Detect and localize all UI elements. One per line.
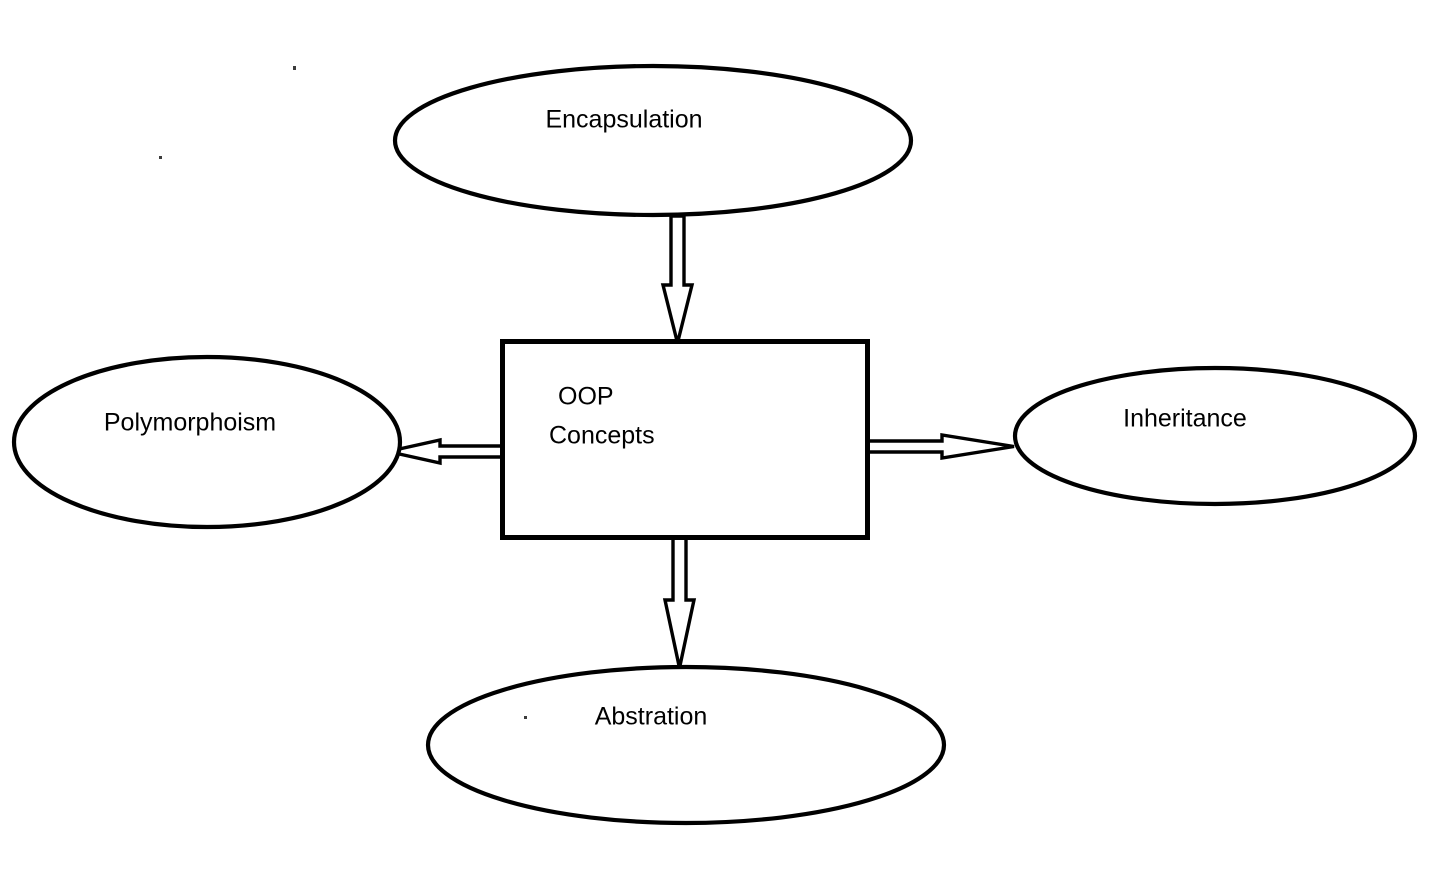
node-abstration[interactable]: Abstration: [425, 664, 947, 826]
abstration-ellipse-outline: [425, 664, 947, 826]
polymorphoism-label: Polymorphoism: [104, 409, 276, 437]
arrow-to-polymorphoism[interactable]: [387, 437, 507, 466]
abstration-label: Abstration: [595, 703, 708, 731]
node-encapsulation[interactable]: Encapsulation: [392, 63, 914, 218]
arrow-to-encapsulation[interactable]: [660, 214, 695, 344]
artifact-speck-left: [159, 156, 162, 159]
inheritance-ellipse-outline: [1012, 365, 1418, 507]
polymorphoism-ellipse-outline: [11, 354, 403, 530]
oop-concepts-rect-outline: [500, 339, 870, 540]
inheritance-label: Inheritance: [1123, 405, 1247, 433]
artifact-speck-bottom: [524, 716, 527, 719]
arrow-to-abstration[interactable]: [662, 534, 697, 669]
node-inheritance[interactable]: Inheritance: [1012, 365, 1418, 507]
oop-concepts-label-line2: Concepts: [549, 422, 655, 450]
encapsulation-ellipse-outline: [392, 63, 914, 218]
node-polymorphoism[interactable]: Polymorphoism: [11, 354, 403, 530]
artifact-speck-top: [293, 66, 296, 70]
encapsulation-label: Encapsulation: [545, 106, 702, 134]
node-oop-concepts[interactable]: OOP Concepts: [500, 339, 870, 540]
arrow-to-inheritance[interactable]: [864, 433, 1015, 460]
oop-concepts-label-line1: OOP: [558, 383, 614, 411]
